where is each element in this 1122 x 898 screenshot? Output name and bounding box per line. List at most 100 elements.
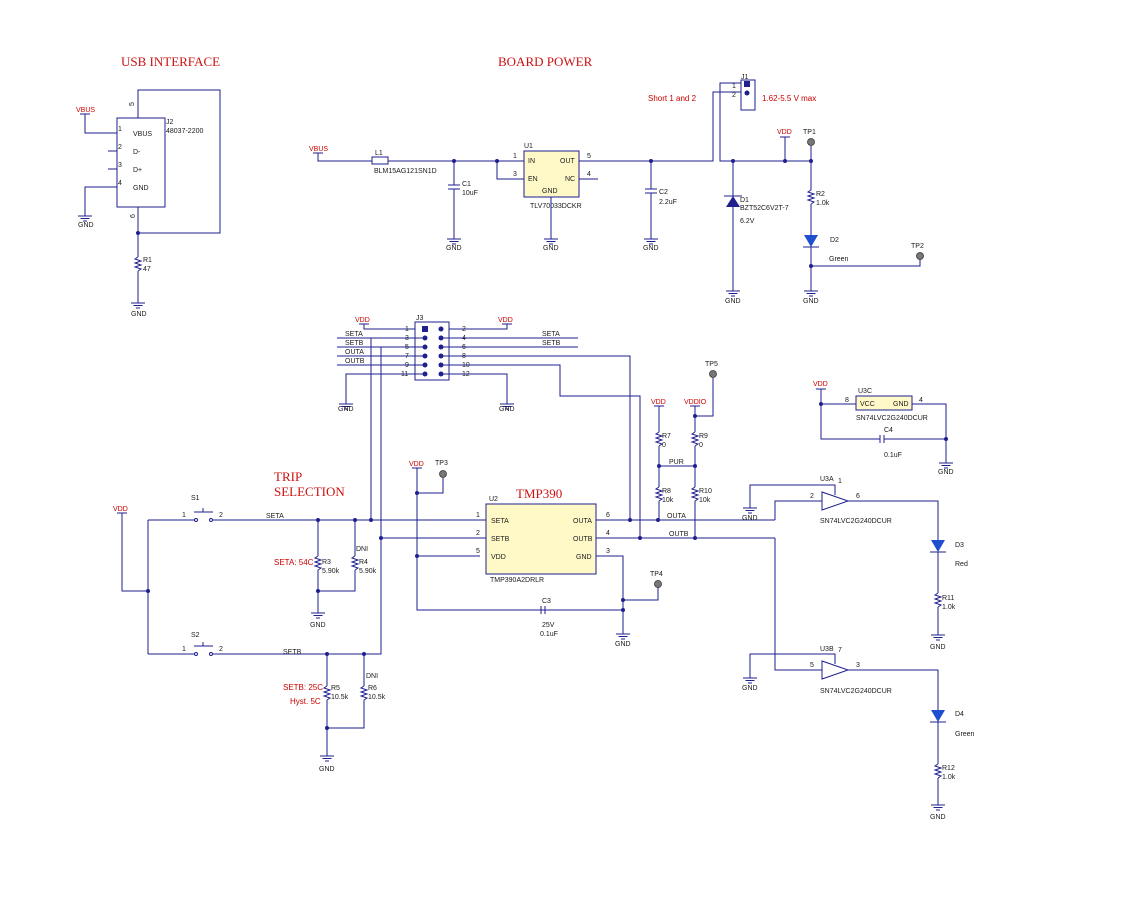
u3b-value: SN74LVC2G240DCUR (820, 688, 892, 695)
vdd-label: VDD (813, 381, 828, 388)
trip-selection-title-1: TRIP (274, 469, 302, 484)
j3-header (414, 321, 450, 381)
seta-label: SETA (542, 331, 560, 338)
r2-value: 1.0k (816, 200, 830, 207)
j3-header-section: VDD VDD J3 1 3 5 7 9 11 2 4 6 8 10 12 SE… (337, 315, 641, 652)
tp1-ref: TP1 (803, 129, 816, 136)
u2-pin-setb: SETB (491, 536, 510, 543)
s1-ref: S1 (191, 495, 200, 502)
pin-num: 1 (182, 512, 186, 519)
r1-ref: R1 (143, 257, 152, 264)
gnd-label: GND (78, 222, 94, 229)
r3-value: 5.90k (322, 568, 340, 575)
usb-interface-title: USB INTERFACE (121, 54, 220, 69)
vdd-label: VDD (409, 461, 424, 468)
r8-value: 10k (662, 497, 674, 504)
pin-num: 2 (219, 646, 223, 653)
r2-ref: R2 (816, 191, 825, 198)
u3c-ref: U3C (858, 388, 872, 395)
pin-num: 2 (476, 530, 480, 537)
pin-num: 2 (462, 326, 466, 333)
u2-pin-outb: OUTB (573, 536, 593, 543)
j3-ref: J3 (416, 315, 424, 322)
j2-ref: J2 (166, 119, 174, 126)
pin-num: 5 (476, 548, 480, 555)
d1-voltage: 6.2V (740, 218, 755, 225)
vddio-label: VDDIO (684, 399, 707, 406)
pin-num: 3 (856, 662, 860, 669)
pin-num: 4 (606, 530, 610, 537)
gnd-label: GND (131, 311, 147, 318)
d4-ref: D4 (955, 711, 964, 718)
j2-pin-dplus: D+ (133, 167, 142, 174)
pin-num: 5 (810, 662, 814, 669)
r5-ref: R5 (331, 685, 340, 692)
setb-setting-note: SETB: 25C (283, 683, 323, 692)
tp3-ref: TP3 (435, 460, 448, 467)
c4-ref: C4 (884, 427, 893, 434)
vdd-label: VDD (113, 506, 128, 513)
pin-num: 4 (587, 171, 591, 178)
u3a-ref: U3A (820, 476, 834, 483)
pin-num: 1 (405, 326, 409, 333)
gnd-label: GND (338, 406, 354, 413)
outa-net-label: OUTA (667, 513, 686, 520)
d2-led (804, 235, 818, 247)
u2-tmp390 (485, 503, 597, 575)
r11-ref: R11 (942, 595, 954, 602)
u3a-value: SN74LVC2G240DCUR (820, 518, 892, 525)
l1-value: BLM15AG121SN1D (374, 168, 437, 175)
j2-pin-vbus: VBUS (133, 131, 152, 138)
tmp390-section: VDD 1 S1 2 SETA R3 5.90k SETA: 54C DNI R… (113, 361, 775, 773)
c4-value: 0.1uF (884, 452, 902, 459)
d1-ref: D1 (740, 197, 749, 204)
l1-ferrite (371, 156, 389, 165)
gnd-label: GND (742, 685, 758, 692)
gnd-label: GND (543, 245, 559, 252)
outa-label: OUTA (345, 349, 364, 356)
u1-value: TLV70033DCKR (530, 203, 582, 210)
usb-interface-section: VBUS J2 48037-2200 VBUS D- D+ GND 1 2 3 … (76, 89, 221, 318)
pin-num: 6 (856, 493, 860, 500)
gnd-label: GND (499, 406, 515, 413)
r9-ref: R9 (699, 433, 708, 440)
pin-num: 6 (130, 214, 137, 218)
j2-pin-gnd: GND (133, 185, 149, 192)
vdd-label: VDD (498, 317, 513, 324)
r6-dni: DNI (366, 673, 378, 680)
r9-value: 0 (699, 442, 703, 449)
d2-value: Green (829, 256, 849, 263)
vbus-label-power: VBUS (309, 146, 328, 153)
l1-ref: L1 (375, 150, 383, 157)
setb-net-label: SETB (283, 649, 302, 656)
pin-num: 1 (513, 153, 517, 160)
pin-num: 8 (845, 397, 849, 404)
r11-value: 1.0k (942, 604, 956, 611)
u1-pin-gnd: GND (542, 188, 558, 195)
j1-ref: J1 (741, 74, 749, 81)
hysteresis-note: Hyst. 5C (290, 697, 321, 706)
pin-num: 1 (118, 126, 122, 133)
seta-net-label: SETA (266, 513, 284, 520)
u1-ldo-regulator (523, 150, 580, 198)
r10-ref: R10 (699, 488, 712, 495)
r8-ref: R8 (662, 488, 671, 495)
r4-dni: DNI (356, 546, 368, 553)
gnd-label: GND (310, 622, 326, 629)
u1-pin-in: IN (528, 158, 535, 165)
u3c-pin-vcc: VCC (860, 401, 875, 408)
r6-ref: R6 (368, 685, 377, 692)
outb-net-label: OUTB (669, 531, 689, 538)
gnd-label: GND (938, 469, 954, 476)
pin-num: 1 (838, 478, 842, 485)
pin-num: 1 (182, 646, 186, 653)
r12-value: 1.0k (942, 774, 956, 781)
voltage-range-note: 1.62-5.5 V max (762, 94, 816, 103)
r12-ref: R12 (942, 765, 955, 772)
s1-switch (194, 508, 213, 513)
pin-num: 5 (587, 153, 591, 160)
j2-connector (116, 117, 166, 208)
tp5-ref: TP5 (705, 361, 718, 368)
d1-zener-diode (726, 196, 740, 207)
pin-num: 1 (732, 83, 736, 90)
